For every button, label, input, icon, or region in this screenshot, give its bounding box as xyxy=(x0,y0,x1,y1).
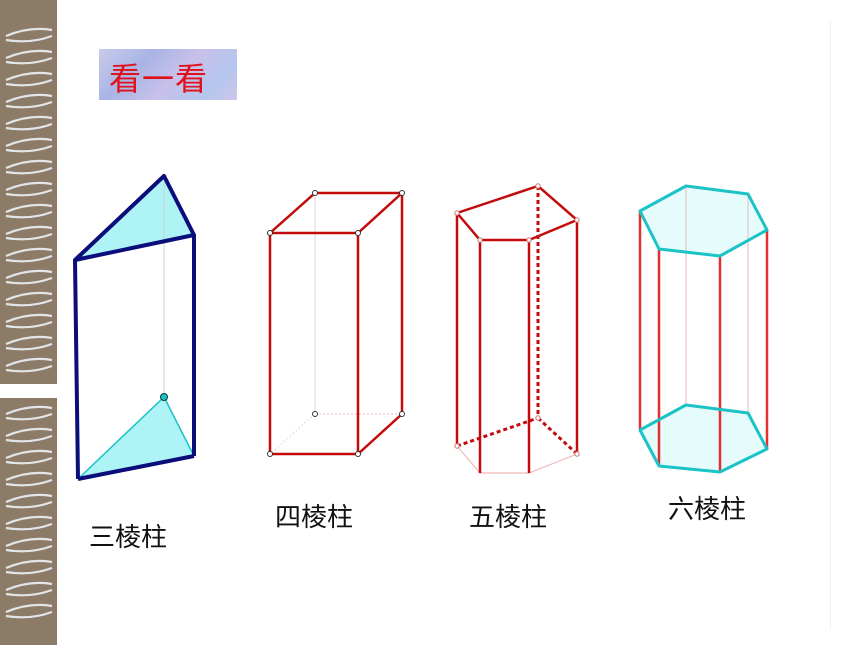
triangular-vertex-dot xyxy=(160,393,168,401)
hex-bottom-outline xyxy=(638,403,769,474)
binding-gap xyxy=(0,384,57,398)
hex-top-fill xyxy=(640,186,767,256)
pent-top-face xyxy=(454,184,580,242)
badge-title: 看一看 xyxy=(109,60,209,98)
pent-bottom-faint xyxy=(456,445,578,474)
pent-hidden-bottom-left xyxy=(456,416,539,448)
spiral-binding xyxy=(0,0,57,645)
label-triangular-prism: 三棱柱 xyxy=(89,523,168,553)
page-edge-line xyxy=(830,20,831,630)
binding-rings-bottom xyxy=(5,405,53,619)
triangular-bottom-back-edge-right xyxy=(163,396,195,457)
hex-top-outline xyxy=(638,184,769,258)
look-badge: 看一看 xyxy=(99,49,237,100)
triangular-bottom-face xyxy=(78,397,194,479)
triangular-left-edge xyxy=(73,259,80,480)
pent-hidden-bottom-right xyxy=(536,416,579,456)
triangular-prism xyxy=(73,174,196,481)
quadrangular-prism xyxy=(266,190,406,457)
triangular-top-outline xyxy=(73,174,196,262)
label-quadrangular-prism: 四棱柱 xyxy=(275,503,354,533)
binding-rings-top xyxy=(5,27,53,373)
label-pentagonal-prism: 五棱柱 xyxy=(469,503,548,533)
hex-bottom-fill xyxy=(640,405,767,472)
hexagonal-prism xyxy=(638,184,769,474)
quad-hidden-bottom-left xyxy=(269,413,316,455)
pentagonal-prism xyxy=(454,183,580,474)
quad-bottom-right xyxy=(357,413,403,455)
quad-top-face xyxy=(266,191,406,235)
label-hexagonal-prism: 六棱柱 xyxy=(668,495,747,525)
triangular-bottom-front-edge xyxy=(77,454,195,481)
triangular-bottom-back-edge-left xyxy=(77,396,165,480)
